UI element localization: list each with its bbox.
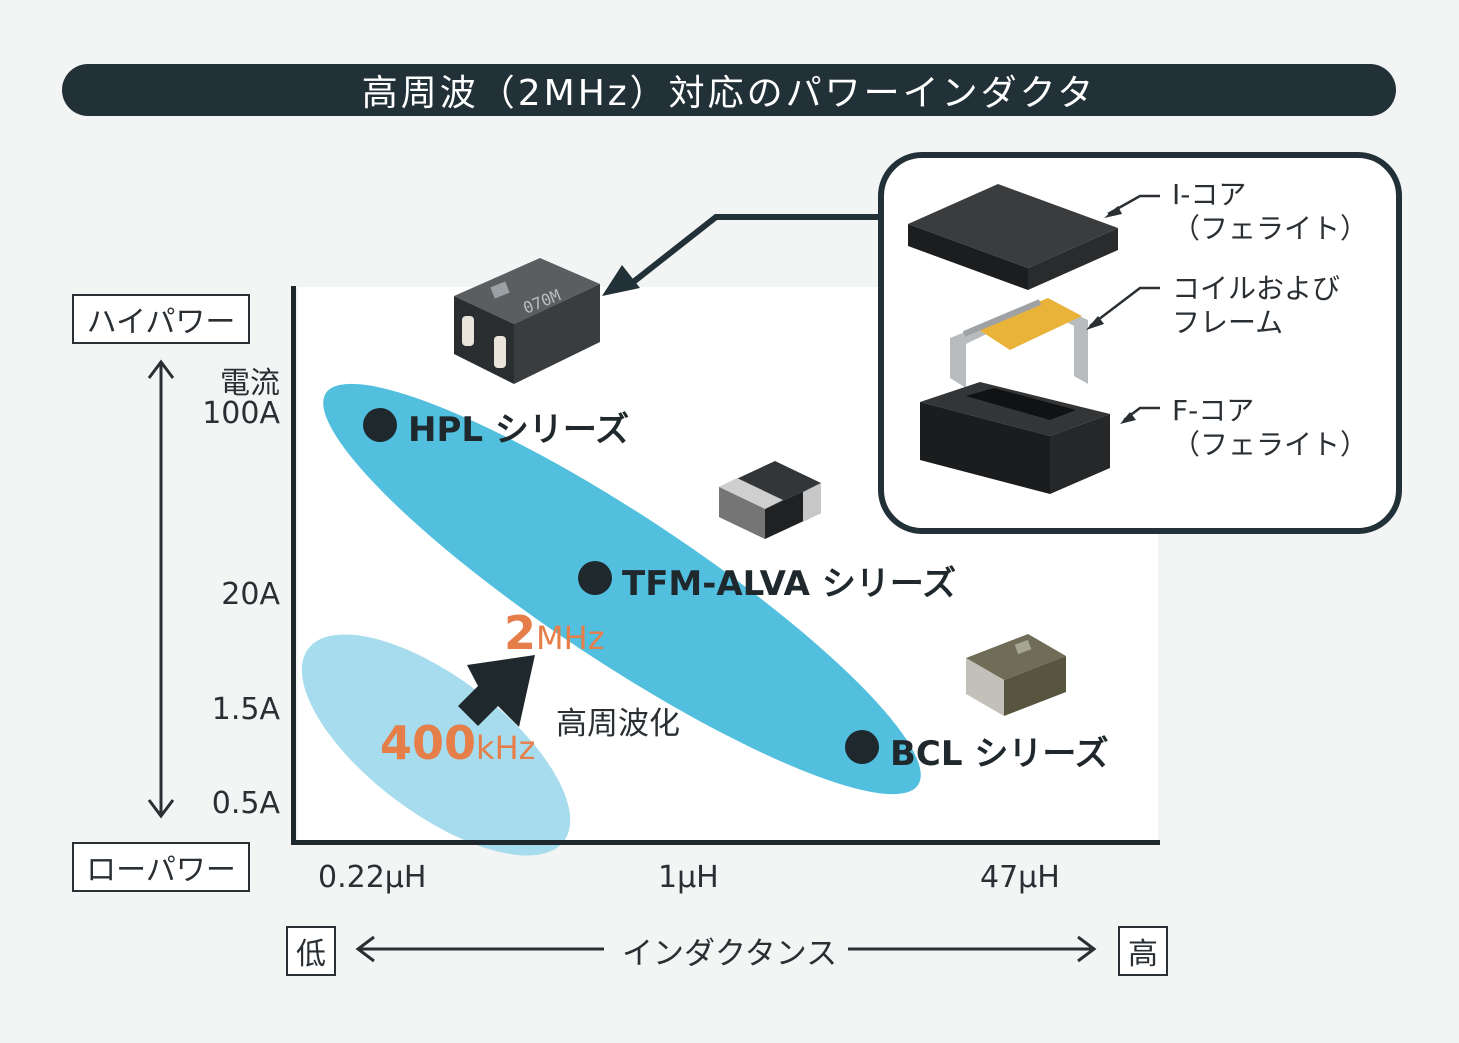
- y-tick-20a: 20A: [221, 577, 280, 612]
- coil-frame-image: [950, 298, 1088, 388]
- i-core-image: [908, 184, 1118, 290]
- y-tick-0-5a: 0.5A: [211, 786, 280, 821]
- high-power-label: ハイパワー: [72, 294, 250, 344]
- x-tick-0-22uh: 0.22µH: [318, 860, 427, 895]
- page-title: 高周波（2MHz）対応のパワーインダクタ: [62, 64, 1396, 116]
- x-axis-line: [291, 840, 1160, 845]
- x-tick-47uh: 47µH: [980, 860, 1060, 895]
- low-power-label: ローパワー: [72, 842, 250, 892]
- f-core-label: F-コア （フェライト）: [1172, 394, 1368, 462]
- y-tick-100a: 100A: [202, 396, 280, 431]
- high-frequency-unit: MHz: [536, 619, 605, 657]
- f-core-image: [920, 382, 1110, 494]
- f-core-material: （フェライト）: [1172, 428, 1369, 461]
- frame-name: フレーム: [1172, 306, 1284, 339]
- hpl-inductor-image: 070M: [454, 258, 600, 384]
- high-label: 高: [1118, 926, 1168, 976]
- high-frequency-label: 2MHz: [504, 606, 604, 660]
- coil-frame-label: コイルおよび フレーム: [1172, 272, 1340, 340]
- tfm-alva-inductor-image: [719, 461, 821, 539]
- coil-name: コイルおよび: [1172, 272, 1341, 305]
- bcl-series-label: BCL シリーズ: [890, 734, 1109, 774]
- hpl-series-label: HPL シリーズ: [408, 410, 630, 450]
- f-core-name: F-コア: [1172, 394, 1255, 427]
- higher-frequency-label: 高周波化: [556, 706, 680, 742]
- hpl-series-dot: [363, 408, 397, 442]
- low-frequency-unit: kHz: [476, 729, 536, 767]
- high-frequency-value: 2: [504, 606, 537, 660]
- y-axis-name: 電流: [220, 366, 280, 401]
- low-frequency-label: 400kHz: [380, 716, 535, 770]
- x-tick-1uh: 1µH: [658, 860, 719, 895]
- series-range-ellipse: [323, 383, 921, 795]
- y-double-arrow: [147, 359, 175, 819]
- y-tick-1-5a: 1.5A: [211, 692, 280, 727]
- tfm-alva-series-label: TFM-ALVA シリーズ: [622, 564, 957, 604]
- i-core-material: （フェライト）: [1172, 212, 1369, 245]
- low-frequency-ellipse: [301, 634, 571, 856]
- x-axis-name: インダクタンス: [622, 936, 838, 972]
- bcl-inductor-image: [966, 634, 1066, 716]
- low-label: 低: [286, 926, 336, 976]
- i-core-label: I-コア （フェライト）: [1172, 178, 1368, 246]
- tfm-alva-series-dot: [578, 561, 612, 595]
- low-frequency-value: 400: [380, 716, 477, 770]
- i-core-name: I-コア: [1172, 178, 1247, 211]
- bcl-series-dot: [845, 730, 879, 764]
- y-axis-line: [291, 286, 296, 845]
